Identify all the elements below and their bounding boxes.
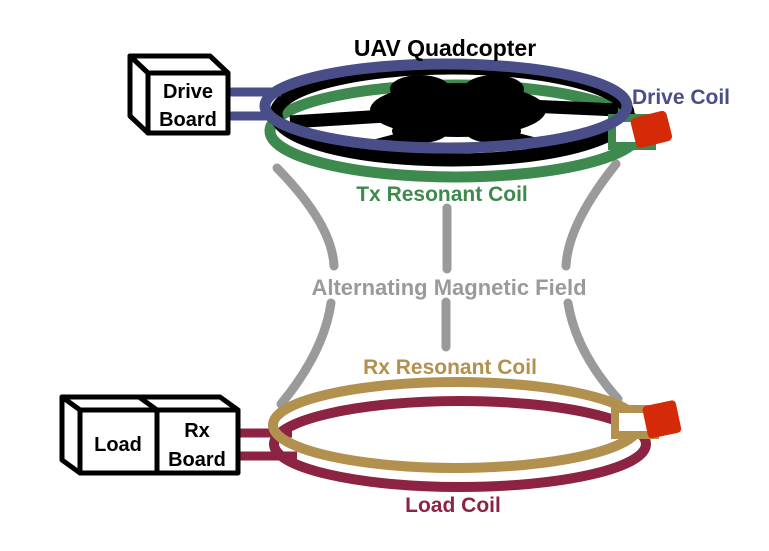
drive-board-box-front bbox=[145, 70, 231, 136]
field-line-right-upper bbox=[561, 159, 621, 271]
quadcopter-arm-left bbox=[289, 109, 386, 129]
drive-coil-label: Drive Coil bbox=[632, 86, 730, 109]
quadcopter-rotor-bottom-right bbox=[465, 119, 521, 143]
rx-resonant-coil bbox=[268, 377, 644, 473]
load-coil-label: Load Coil bbox=[405, 494, 501, 517]
load-rx-box-top-divider bbox=[137, 394, 159, 413]
top-connector bbox=[630, 110, 673, 148]
load-box-label: Load bbox=[94, 434, 142, 456]
tx-resonant-coil-label: Tx Resonant Coil bbox=[356, 183, 528, 206]
top-connector-block bbox=[630, 110, 673, 148]
load-coil bbox=[269, 396, 651, 492]
load-rx-board-box bbox=[59, 394, 241, 476]
magnetic-field-lines bbox=[272, 159, 623, 409]
load-rx-box-side bbox=[59, 394, 83, 476]
field-line-right-lower bbox=[563, 298, 623, 404]
title-uav-quadcopter: UAV Quadcopter bbox=[354, 35, 536, 61]
drive-coil bbox=[259, 58, 633, 154]
rx-board-label-line1: Rx bbox=[184, 420, 210, 442]
alternating-magnetic-field-label: Alternating Magnetic Field bbox=[311, 275, 586, 300]
quadcopter-rotor-top-left bbox=[390, 75, 450, 103]
bottom-connector-block bbox=[642, 400, 682, 439]
drive-board-label-line2: Board bbox=[159, 109, 217, 131]
quadcopter-rotor-bottom-left bbox=[392, 119, 448, 143]
drive-board-box bbox=[127, 53, 231, 136]
drive-board-label-line1: Drive bbox=[163, 81, 213, 103]
quadcopter-rotor-top-right bbox=[464, 75, 524, 103]
drive-board-box-side bbox=[127, 53, 151, 136]
rx-board-label-line2: Board bbox=[168, 449, 226, 471]
rx-resonant-coil-label: Rx Resonant Coil bbox=[363, 356, 537, 379]
bottom-connector bbox=[642, 400, 682, 439]
field-line-left-lower bbox=[276, 298, 336, 409]
field-line-left-upper bbox=[272, 163, 339, 271]
